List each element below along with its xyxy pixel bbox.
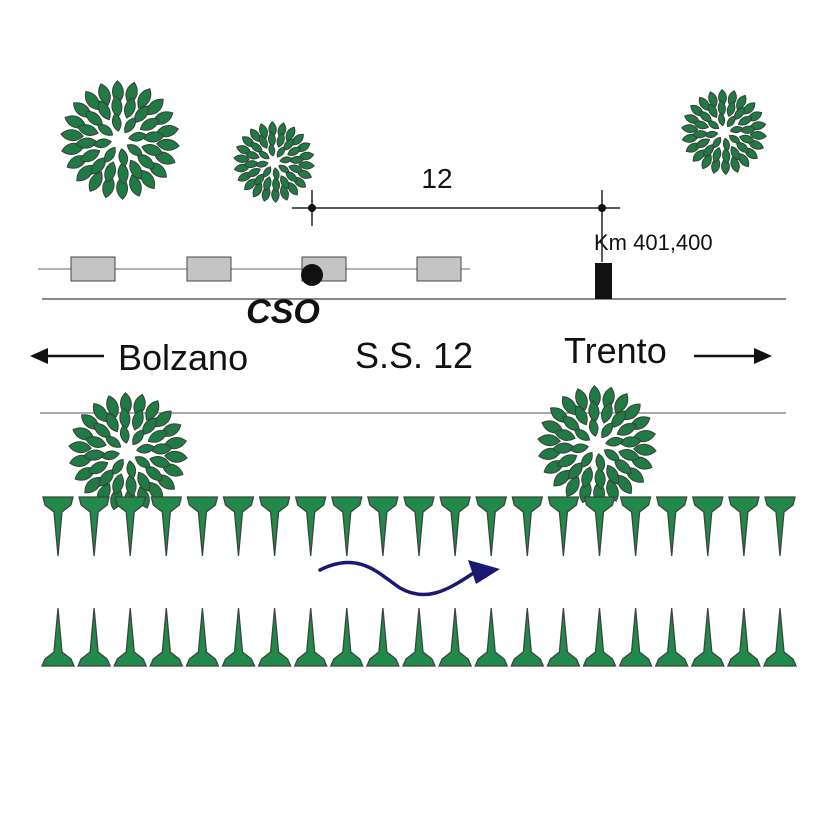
vine-post [764, 496, 796, 557]
vine-post [654, 607, 689, 667]
vine-post [511, 496, 544, 557]
vine-post [41, 607, 75, 667]
direction-arrow-east [694, 348, 772, 364]
vine-post [403, 496, 435, 557]
vine-post [258, 496, 291, 557]
direction-arrow-west [30, 348, 104, 364]
vine-post [113, 607, 148, 667]
vineyard-row-top [42, 496, 796, 557]
vine-post [691, 496, 724, 557]
distance-dimension: 12 [292, 163, 620, 262]
grey-box [186, 256, 232, 282]
vineyard-row-bottom [41, 607, 797, 667]
vine-post [690, 607, 725, 667]
vine-post [474, 607, 509, 667]
vine-post [546, 607, 581, 667]
west-city-label: Bolzano [118, 337, 248, 378]
east-city-label: Trento [564, 330, 667, 371]
vine-post [78, 496, 110, 557]
vine-post [438, 607, 473, 667]
vine-post [402, 607, 436, 667]
vine-post [185, 607, 220, 667]
vine-post [150, 496, 183, 557]
vine-post [42, 496, 74, 557]
vine-post [439, 496, 471, 557]
vine-post [186, 496, 219, 557]
vine-post [293, 607, 328, 667]
vine-post [329, 607, 364, 667]
vine-post [114, 496, 147, 557]
vine-post [582, 607, 617, 667]
vine-post [475, 496, 508, 557]
grey-boxes [70, 256, 462, 282]
vine-post [619, 496, 652, 557]
grey-box [70, 256, 116, 282]
vine-post [655, 496, 688, 557]
vine-post [221, 607, 256, 667]
tree-canopy-icon [68, 392, 188, 512]
cso-label: CSO [246, 293, 320, 331]
cso-station-marker [301, 264, 323, 286]
road-label: S.S. 12 [355, 335, 473, 376]
milestone-marker [595, 263, 612, 299]
vine-post [149, 607, 184, 667]
vine-post [547, 496, 580, 557]
tree-canopy-icon [233, 121, 315, 203]
vine-post [510, 607, 545, 667]
vine-post [726, 607, 761, 667]
vine-post [367, 496, 399, 557]
river-flow-arrow-icon [318, 560, 500, 597]
tree-canopy-icon [537, 385, 657, 505]
vine-post [222, 496, 255, 557]
milestone-label: Km 401,400 [594, 230, 713, 255]
vine-post [365, 607, 400, 667]
vine-post [77, 607, 112, 667]
grey-box [416, 256, 462, 282]
vine-post [294, 496, 327, 557]
vine-post [257, 607, 292, 667]
vine-post [763, 607, 797, 667]
vine-post [583, 496, 616, 557]
vine-post [728, 496, 760, 557]
tree-canopy-icon [681, 88, 767, 176]
vine-post [330, 496, 363, 557]
vine-post [618, 607, 653, 667]
trees [60, 80, 767, 512]
distance-label: 12 [421, 163, 452, 194]
tree-canopy-icon [60, 80, 180, 200]
